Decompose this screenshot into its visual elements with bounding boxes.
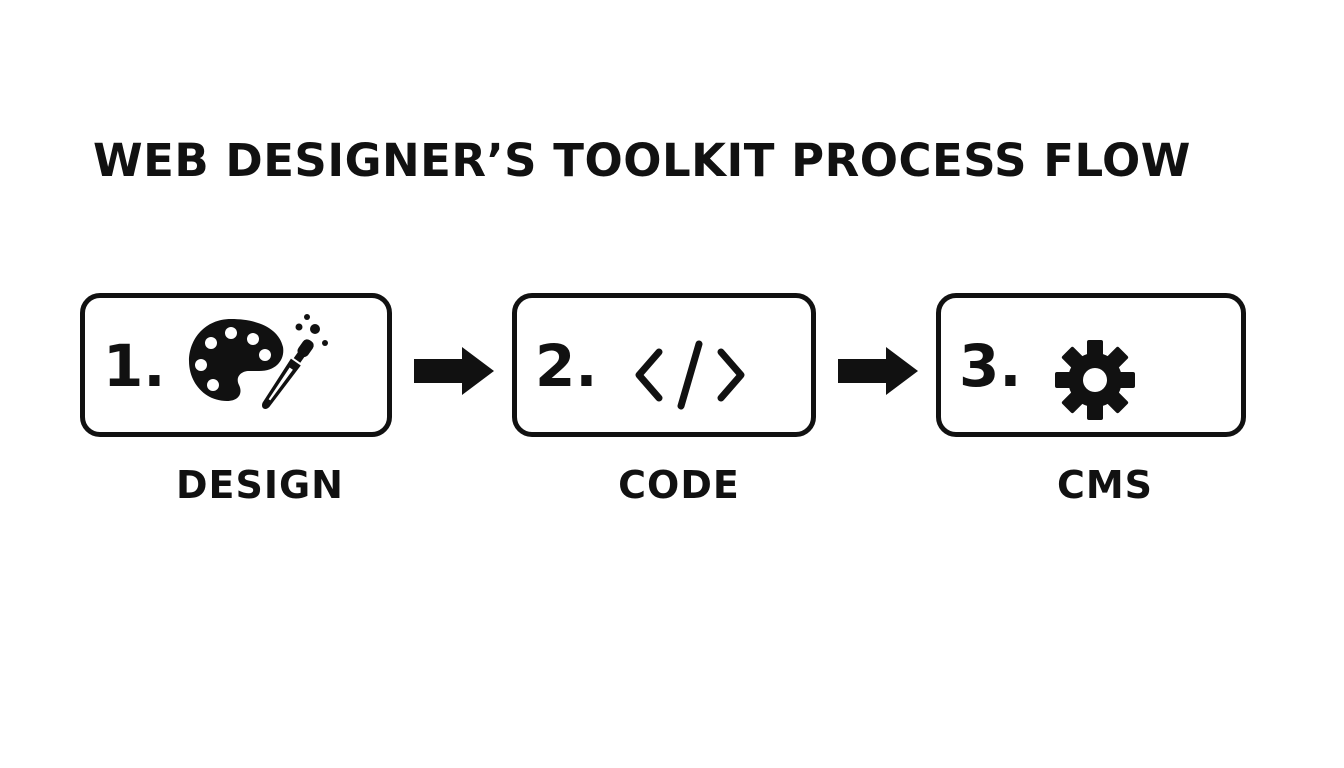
step-number: 2. xyxy=(535,332,598,400)
palette-brush-icon xyxy=(189,314,328,409)
step-number: 3. xyxy=(959,332,1022,400)
step-design-label: DESIGN xyxy=(175,463,344,507)
arrow-right-icon xyxy=(414,347,494,395)
gear-icon xyxy=(1055,340,1135,420)
step-number: 1. xyxy=(103,332,166,400)
step-cms-label: CMS xyxy=(1056,463,1154,507)
code-brackets-icon xyxy=(635,340,745,410)
step-code-label: CODE xyxy=(618,463,740,507)
arrow-right-icon xyxy=(838,347,918,395)
step-code-box: 2. xyxy=(512,293,816,437)
step-design-box: 1. xyxy=(80,293,392,437)
step-cms-box: 3. xyxy=(936,293,1246,437)
diagram-title: WEB DESIGNER’S TOOLKIT PROCESS FLOW xyxy=(93,134,1191,187)
